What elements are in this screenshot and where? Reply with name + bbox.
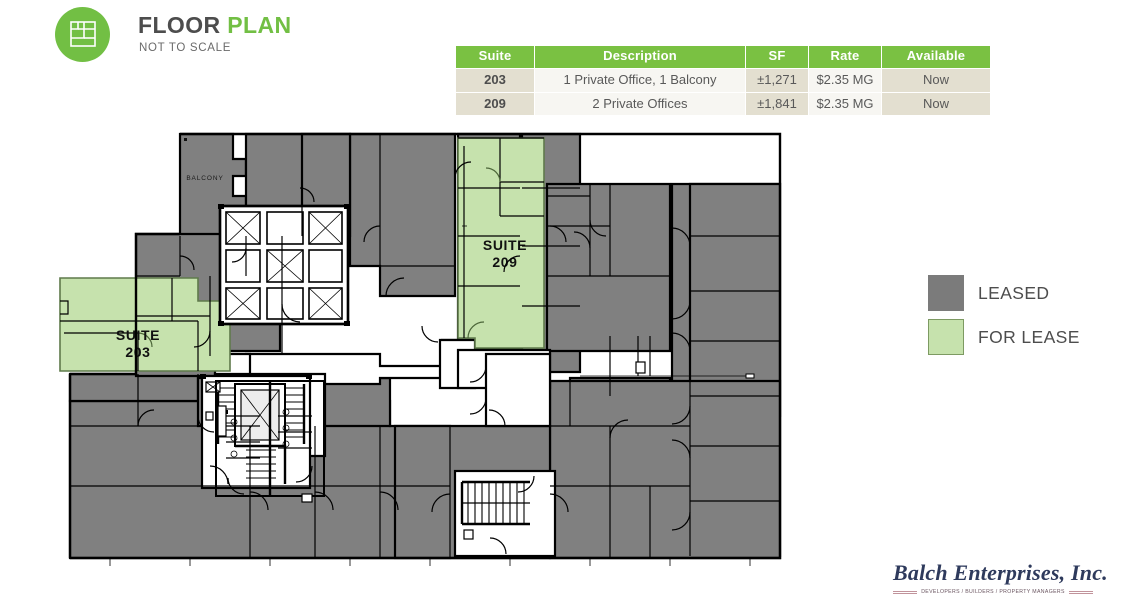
suite-label-203-line1: SUITE	[116, 327, 160, 343]
rule-right	[1068, 590, 1093, 594]
column-header-sf: SF	[746, 46, 808, 68]
column-header-description: Description	[535, 46, 745, 68]
cell-rate: $2.35 MG	[809, 68, 881, 92]
building-outline	[68, 132, 782, 560]
page-subtitle: NOT TO SCALE	[139, 42, 232, 54]
suite-209-area: SUITE 209	[457, 137, 545, 349]
for-lease-swatch	[928, 319, 964, 355]
cell-rate: $2.35 MG	[809, 92, 881, 116]
footer-rule: DEVELOPERS / BUILDERS / PROPERTY MANAGER…	[893, 589, 1093, 595]
header-brand: FLOOR PLAN NOT TO SCALE	[55, 4, 395, 66]
column-header-suite: Suite	[456, 46, 534, 68]
legend: LEASED FOR LEASE	[928, 271, 1128, 359]
window-mullions	[109, 558, 751, 566]
suite-availability-table: Suite Description SF Rate Available 203 …	[455, 45, 991, 116]
floorplan-icon	[55, 7, 110, 62]
table-header-row: Suite Description SF Rate Available	[456, 46, 990, 68]
cell-description: 2 Private Offices	[535, 92, 745, 116]
legend-item-leased: LEASED	[928, 271, 1128, 315]
company-tagline: DEVELOPERS / BUILDERS / PROPERTY MANAGER…	[921, 589, 1065, 595]
legend-label-for-lease: FOR LEASE	[978, 326, 1080, 347]
page-title: FLOOR PLAN	[138, 14, 292, 37]
door-swings	[137, 161, 691, 531]
legend-label-leased: LEASED	[978, 282, 1050, 303]
elevator-core	[218, 204, 350, 326]
cell-suite: 203	[456, 68, 534, 92]
page-title-word2: PLAN	[227, 12, 292, 38]
footer-logo: Balch Enterprises, Inc. DEVELOPERS / BUI…	[893, 560, 1108, 595]
column-header-rate: Rate	[809, 46, 881, 68]
table-row: 203 1 Private Office, 1 Balcony ±1,271 $…	[456, 68, 990, 92]
cell-description: 1 Private Office, 1 Balcony	[535, 68, 745, 92]
page-title-word1: FLOOR	[138, 12, 221, 38]
interior-partitions	[70, 134, 780, 558]
cell-sf: ±1,271	[746, 68, 808, 92]
floor-plan-drawing: .gray { fill:#808080; stroke:#000; strok…	[50, 126, 795, 571]
company-name: Balch Enterprises, Inc.	[893, 560, 1108, 585]
cell-sf: ±1,841	[746, 92, 808, 116]
balcony-label: BALCONY	[186, 175, 223, 182]
legend-item-for-lease: FOR LEASE	[928, 315, 1128, 359]
table-row: 209 2 Private Offices ±1,841 $2.35 MG No…	[456, 92, 990, 116]
leased-swatch	[928, 275, 964, 311]
cell-available: Now	[882, 92, 990, 116]
cell-suite: 209	[456, 92, 534, 116]
suite-label-209-line2: 209	[492, 254, 517, 270]
column-header-available: Available	[882, 46, 990, 68]
cell-available: Now	[882, 68, 990, 92]
lower-stairwell	[453, 469, 557, 558]
rule-left	[893, 590, 918, 594]
restroom-core	[215, 380, 325, 503]
suite-label-203-line2: 203	[125, 344, 150, 360]
suite-203-area: SUITE 203	[59, 277, 231, 372]
suite-label-209-line1: SUITE	[483, 237, 527, 253]
